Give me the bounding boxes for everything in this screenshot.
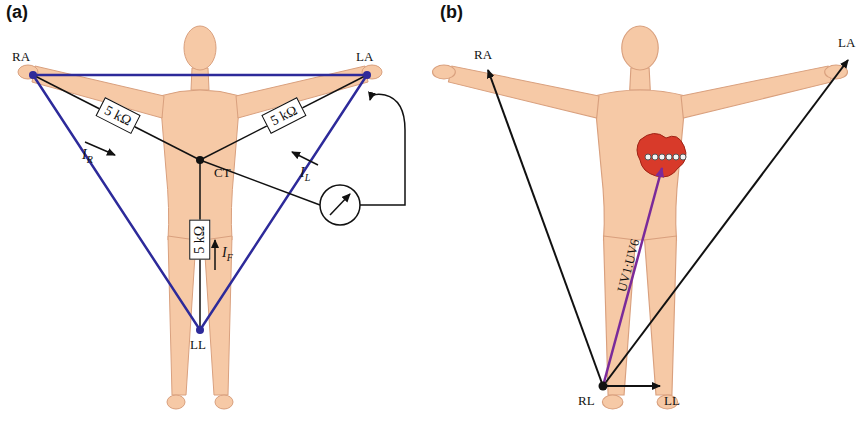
electrode-name: LA (838, 36, 855, 49)
electrode-name: LA (356, 50, 373, 63)
electrode-name: LL (664, 394, 680, 407)
panel-letter: (b) (440, 3, 463, 21)
electrode-name: RA (12, 50, 30, 63)
resistor-symbol: 5 kΩ (189, 220, 210, 260)
panel-letter: (a) (6, 3, 28, 21)
terminal-name: CT (214, 166, 231, 179)
current-label: IF (222, 246, 233, 263)
current-label: IR (82, 148, 93, 165)
electrode-name: RL (578, 394, 595, 407)
current-label: IL (300, 166, 310, 183)
electrode-name: LL (190, 338, 206, 351)
resistor-value: 5 kΩ (192, 226, 207, 254)
electrode-name: RA (474, 48, 492, 61)
